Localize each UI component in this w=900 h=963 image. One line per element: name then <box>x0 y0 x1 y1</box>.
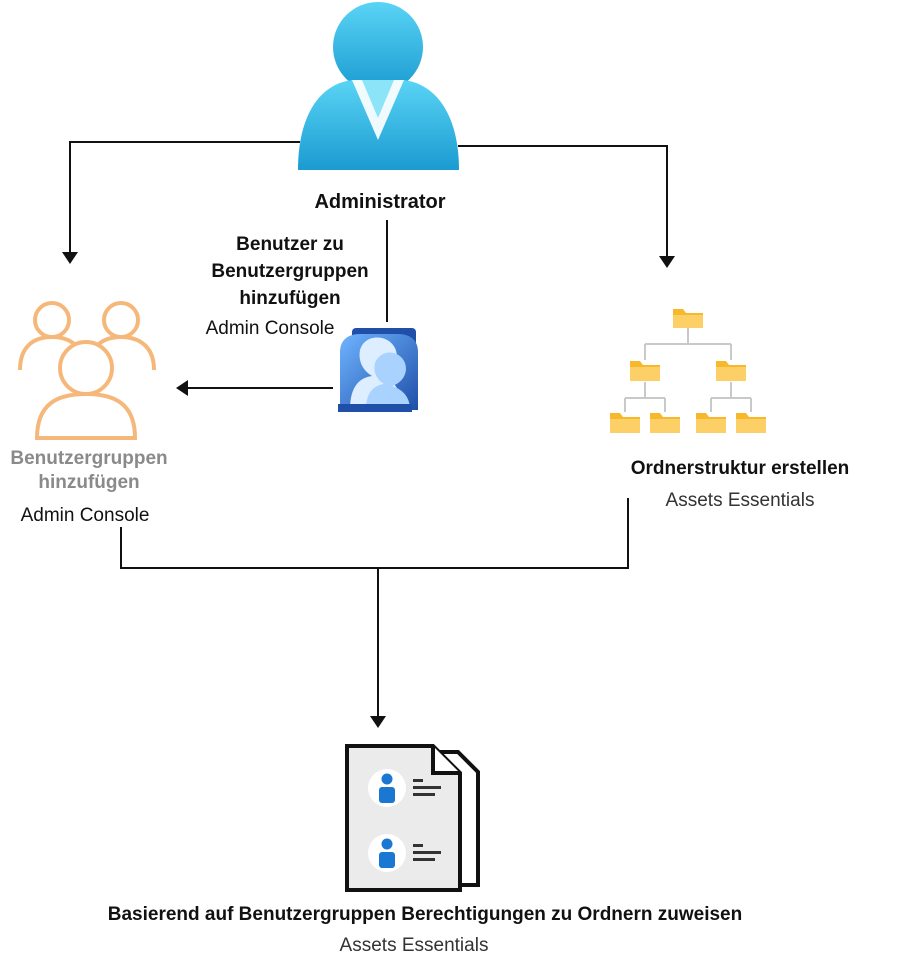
folder-structure-label: Ordnerstruktur erstellen <box>630 458 850 479</box>
arrowhead-add-users <box>176 380 188 396</box>
user-groups-label: Benutzergruppen hinzufügen <box>10 448 168 493</box>
permissions-label: Basierend auf Benutzergruppen Berechtigu… <box>107 904 743 925</box>
arrowhead-folders <box>659 256 675 268</box>
users-badge-icon <box>338 328 418 412</box>
connector-admin-to-folders <box>458 145 668 256</box>
add-users-tool-label: Admin Console <box>205 318 335 339</box>
person-icon <box>298 2 459 170</box>
user-documents-icon <box>345 744 480 892</box>
user-groups-tool-label: Admin Console <box>20 505 150 526</box>
permissions-tool-label: Assets Essentials <box>339 935 489 956</box>
add-users-label: Benutzer zu Benutzergruppen hinzufügen <box>211 234 369 309</box>
administrator-label: Administrator <box>314 191 446 213</box>
arrowhead-groups <box>62 252 78 264</box>
folder-structure-tool-label: Assets Essentials <box>665 490 815 511</box>
arrowhead-permissions <box>370 716 386 728</box>
connector-admin-to-groups <box>69 141 300 252</box>
user-group-icon <box>18 301 156 440</box>
folder-tree-icon <box>610 309 766 433</box>
connector-merge-to-permissions <box>120 498 629 716</box>
